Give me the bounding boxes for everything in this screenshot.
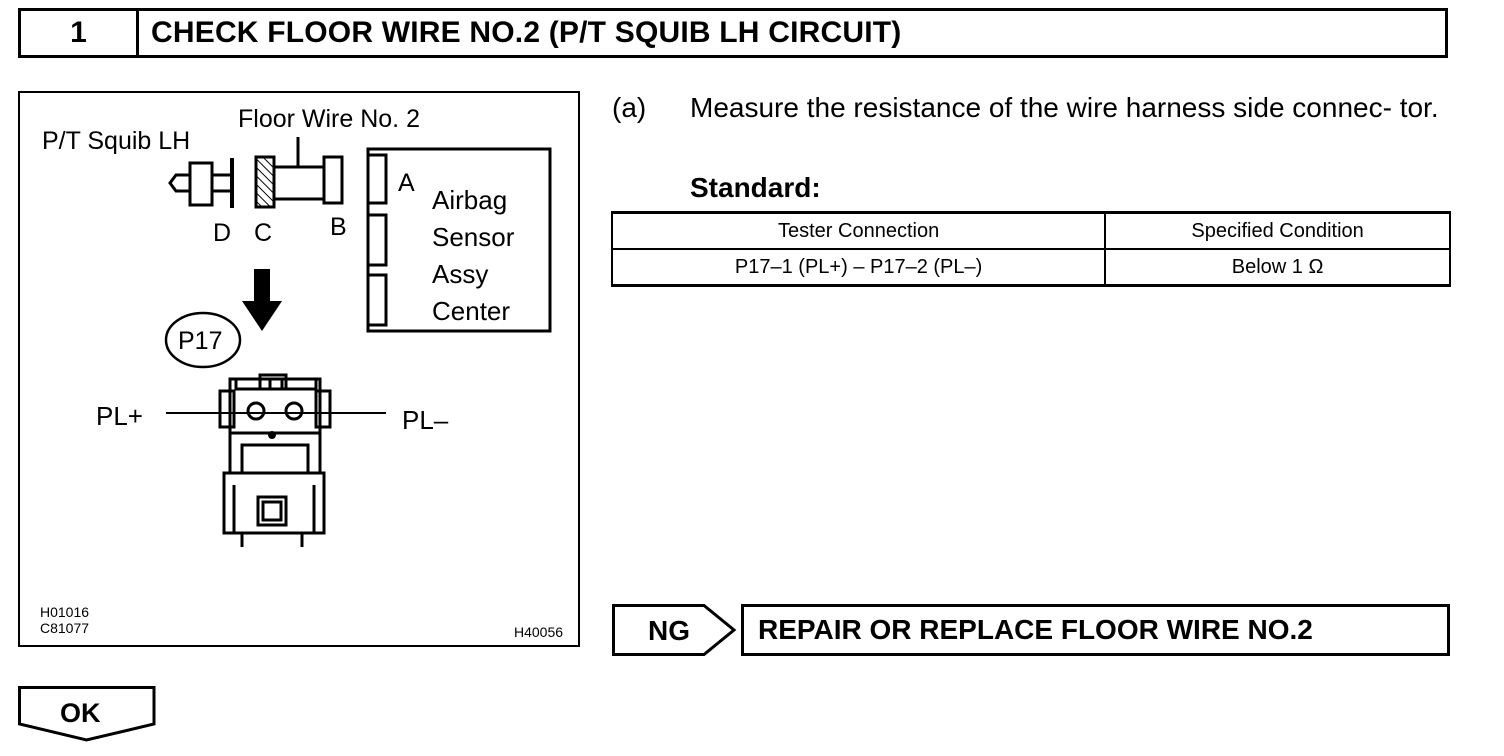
sensor-connector-mid xyxy=(366,213,388,267)
sensor-label-2: Sensor xyxy=(432,222,515,252)
standard-label: Standard: xyxy=(690,172,821,203)
ok-arrow-shape xyxy=(18,686,156,742)
connector-d-flange xyxy=(230,158,234,208)
floor-wire-label: Floor Wire No. 2 xyxy=(238,105,420,133)
table-header-row: Tester Connection Specified Condition xyxy=(610,211,1451,250)
connector-b-shape xyxy=(322,155,344,205)
figure-code-3: H40056 xyxy=(514,624,563,640)
pl-minus-label: PL– xyxy=(402,405,449,435)
ng-label: NG xyxy=(648,615,690,646)
figure-code-1: H01016 xyxy=(40,604,89,620)
sensor-connector-a-label: A xyxy=(398,169,415,197)
squib-label: P/T Squib LH xyxy=(42,127,190,155)
connector-key-dot xyxy=(268,431,276,439)
connector-c-hatched xyxy=(254,155,276,209)
connector-id-bubble xyxy=(164,311,242,369)
down-arrow-icon xyxy=(242,269,282,331)
ng-arrow-badge: NG xyxy=(612,604,737,656)
step-header: 1 CHECK FLOOR WIRE NO.2 (P/T SQUIB LH CI… xyxy=(18,8,1448,58)
table-row: P17–1 (PL+) – P17–2 (PL–) Below 1 Ω xyxy=(610,248,1451,287)
sensor-label-1: Airbag xyxy=(432,185,507,215)
connector-b-label: B xyxy=(330,213,347,241)
sensor-connector-a xyxy=(366,153,388,205)
sensor-label-4: Center xyxy=(432,296,510,326)
wiring-illustration: Floor Wire No. 2 P/T Squib LH D C B A Ai… xyxy=(18,91,580,647)
floor-wire-body xyxy=(272,165,326,201)
sensor-label-3: Assy xyxy=(432,259,488,289)
sensor-connector-low xyxy=(366,273,388,327)
connector-face xyxy=(218,373,332,547)
spec-table: Tester Connection Specified Condition P1… xyxy=(610,211,1451,287)
connector-diagram: Floor Wire No. 2 P/T Squib LH D C B A Ai… xyxy=(40,105,563,640)
step-title: CHECK FLOOR WIRE NO.2 (P/T SQUIB LH CIRC… xyxy=(151,16,902,49)
step-number: 1 xyxy=(21,11,139,55)
ok-label: OK xyxy=(60,698,101,728)
squib-tip-shape xyxy=(168,173,190,193)
connector-d-shape xyxy=(188,161,214,207)
table-cell-connection: P17–1 (PL+) – P17–2 (PL–) xyxy=(610,248,1107,287)
instruction-tag: (a) xyxy=(612,92,647,123)
ng-action-box: REPAIR OR REPLACE FLOOR WIRE NO.2 xyxy=(741,604,1450,656)
figure-code-2: C81077 xyxy=(40,620,89,636)
table-header-tester: Tester Connection xyxy=(610,211,1107,250)
connector-c-label: C xyxy=(254,219,272,247)
ng-arrow-shape xyxy=(612,604,737,656)
ng-branch[interactable]: NG xyxy=(612,604,738,661)
instruction-text: Measure the resistance of the wire harne… xyxy=(690,92,1439,123)
ok-arrow-badge: OK xyxy=(18,686,156,742)
table-cell-condition: Below 1 Ω xyxy=(1104,248,1451,287)
pl-plus-label: PL+ xyxy=(96,401,143,431)
connector-d-label: D xyxy=(213,219,231,247)
connector-id-label: P17 xyxy=(178,327,222,355)
ok-branch[interactable]: OK xyxy=(18,686,156,747)
table-header-condition: Specified Condition xyxy=(1104,211,1451,250)
